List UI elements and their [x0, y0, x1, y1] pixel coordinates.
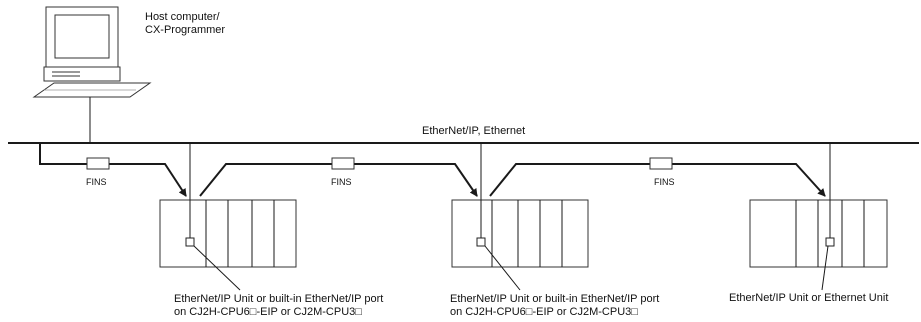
ethernet-port-icon: [476, 237, 486, 247]
fins-route-1: [39, 143, 187, 197]
fins-packet-icon: [86, 157, 110, 170]
ethernet-port-icon: [185, 237, 195, 247]
host-computer-icon: [32, 6, 152, 98]
plc2-label-line1: EtherNet/IP Unit or built-in EtherNet/IP…: [450, 293, 659, 305]
plc3-label-line1: EtherNet/IP Unit or Ethernet Unit: [729, 292, 888, 304]
plc1-label-line2: on CJ2H-CPU6□-EIP or CJ2M-CPU3□: [174, 306, 362, 318]
plc-rack-1: [159, 199, 297, 268]
fins-label-1: FINS: [86, 177, 107, 187]
host-label-line2: CX-Programmer: [145, 24, 225, 36]
fins-packet-icon: [331, 157, 355, 170]
fins-label-3: FINS: [654, 177, 675, 187]
callout-leader-3: [821, 245, 829, 291]
network-label: EtherNet/IP, Ethernet: [422, 125, 525, 137]
plc-rack-3: [749, 199, 888, 268]
ethernet-port-icon: [825, 237, 835, 247]
fins-packet-icon: [649, 157, 673, 170]
callout-leader-1: [193, 245, 241, 291]
host-label-line1: Host computer/: [145, 11, 221, 23]
plc-rack-2: [451, 199, 589, 268]
plc2-label-line2: on CJ2H-CPU6□-EIP or CJ2M-CPU3□: [450, 306, 638, 318]
plc1-label-line1: EtherNet/IP Unit or built-in EtherNet/IP…: [174, 293, 383, 305]
fins-label-2: FINS: [331, 177, 352, 187]
callout-leader-2: [484, 245, 521, 291]
